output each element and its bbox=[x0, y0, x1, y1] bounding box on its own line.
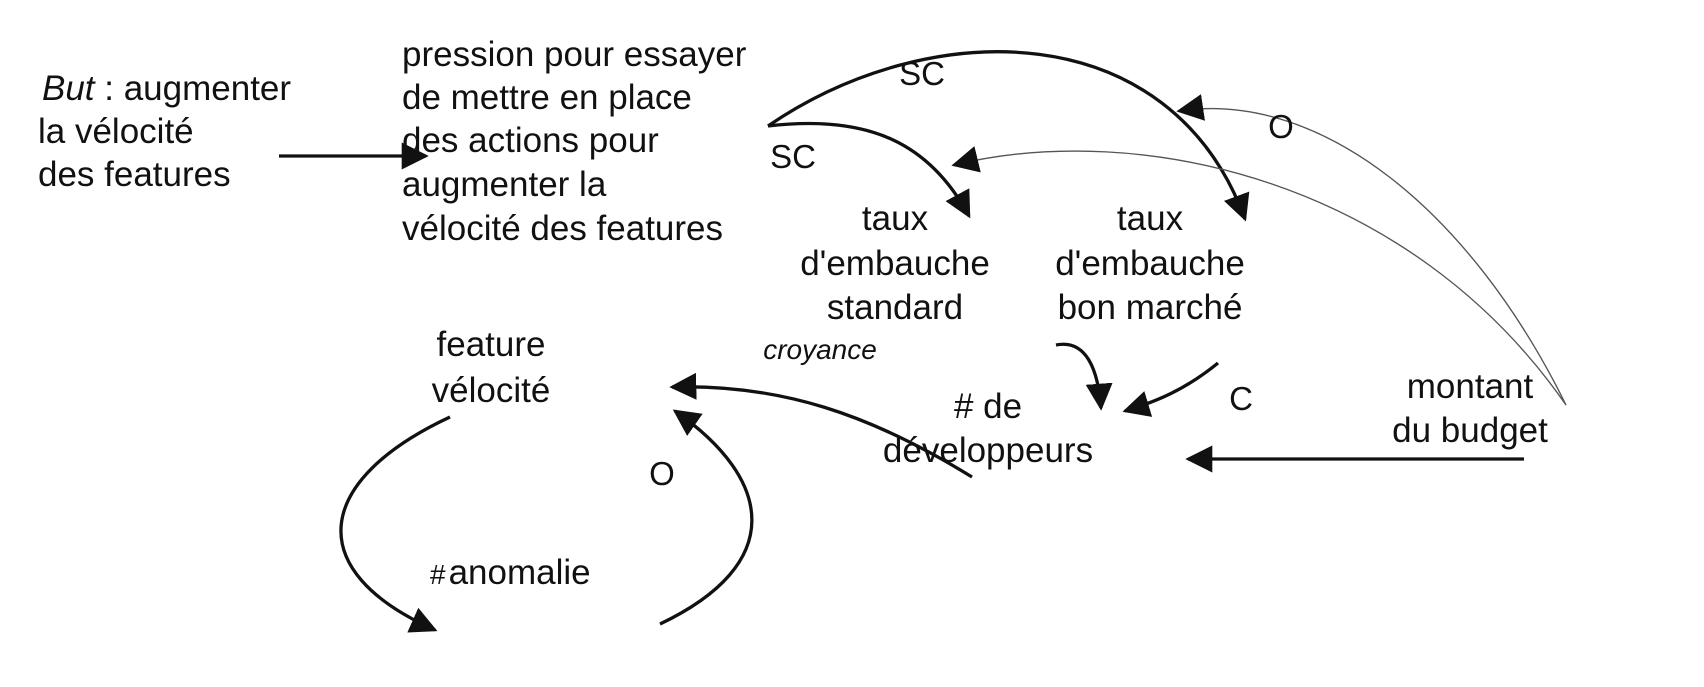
standard-hiring-line-3: standard bbox=[827, 288, 963, 327]
feature-velocity-line-2: vélocité bbox=[432, 371, 551, 410]
goal-line-3: des features bbox=[38, 155, 231, 194]
edge-cheap-hiring-to-developers bbox=[1122, 361, 1220, 417]
pressure-line-3: des actions pour bbox=[402, 121, 659, 160]
cheap-hiring-line-3: bon marché bbox=[1058, 288, 1243, 327]
developers-line-1: # de bbox=[954, 387, 1022, 426]
label-budget-to-developers: C bbox=[1229, 380, 1253, 417]
edge-developers-to-feature-velocity bbox=[669, 372, 973, 479]
label-pressure-to-standard: SC bbox=[770, 138, 816, 175]
label-budget-to-cheap: O bbox=[1268, 108, 1294, 145]
goal-prefix: But bbox=[42, 69, 96, 108]
cheap-hiring-line-2: d'embauche bbox=[1055, 244, 1245, 283]
standard-hiring-line-2: d'embauche bbox=[800, 244, 990, 283]
budget-line-2: du budget bbox=[1392, 411, 1548, 450]
label-developers-to-velocity: croyance bbox=[763, 334, 877, 365]
cheap-hiring-line-1: taux bbox=[1117, 199, 1184, 238]
bugs-hash: # bbox=[430, 559, 446, 590]
edge-budget-to-cheap-hiring bbox=[1176, 94, 1567, 406]
budget-line-1: montant bbox=[1407, 367, 1534, 406]
pressure-line-2: de mettre en place bbox=[402, 78, 692, 117]
edge-bugs-to-feature-velocity bbox=[659, 409, 754, 626]
goal-line-1: But : augmenter bbox=[42, 69, 291, 108]
edge-feature-velocity-to-bugs bbox=[339, 415, 451, 633]
goal-line-2: la vélocité bbox=[38, 112, 194, 151]
feature-velocity-line-1: feature bbox=[437, 325, 546, 364]
edge-pressure-to-cheap-hiring bbox=[767, 50, 1250, 222]
bugs-node: #anomalie bbox=[430, 553, 591, 592]
goal-line-1-rest: : augmenter bbox=[95, 69, 292, 108]
standard-hiring-line-1: taux bbox=[862, 199, 929, 238]
edge-budget-to-standard-hiring bbox=[951, 146, 1567, 406]
label-pressure-to-cheap: SC bbox=[899, 55, 945, 92]
pressure-line-4: augmenter la bbox=[402, 165, 607, 204]
developers-line-2: développeurs bbox=[883, 431, 1093, 470]
bugs-text: anomalie bbox=[449, 553, 591, 592]
label-bugs-to-velocity: O bbox=[649, 455, 675, 492]
pressure-line-1: pression pour essayer bbox=[402, 35, 747, 74]
pressure-line-5: vélocité des features bbox=[402, 209, 723, 248]
edge-pressure-to-standard-hiring bbox=[767, 121, 971, 219]
edge-standard-hiring-to-developers bbox=[1055, 342, 1113, 411]
